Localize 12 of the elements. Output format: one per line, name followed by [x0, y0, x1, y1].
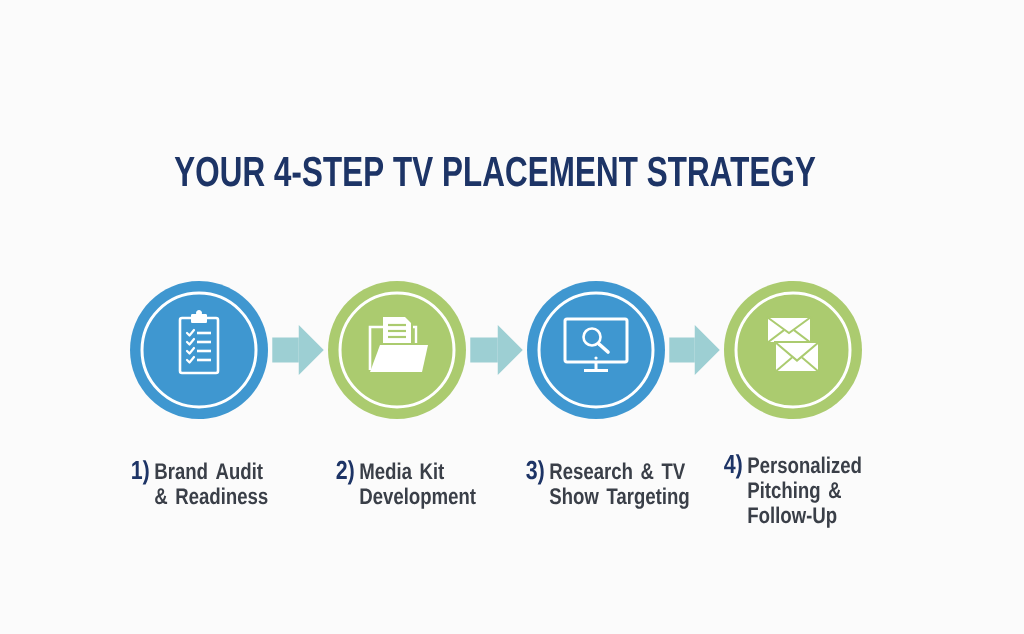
- step-number: 4): [724, 454, 742, 479]
- arrow: [272, 325, 324, 375]
- step-title: Media Kit Development: [360, 462, 476, 509]
- arrow: [470, 325, 523, 375]
- step-title: Brand Audit & Readiness: [155, 462, 268, 505]
- step-number: 3): [526, 460, 544, 485]
- step-number: 1): [132, 460, 149, 485]
- title: YOUR 4-STEP TV PLACEMENT STRATEGY: [174, 156, 816, 187]
- step-title: Personalized Pitching & Follow-Up: [748, 456, 861, 528]
- step-number: 2): [336, 460, 354, 485]
- step-title: Research & TV Show Targeting: [549, 462, 689, 509]
- arrow: [669, 325, 720, 375]
